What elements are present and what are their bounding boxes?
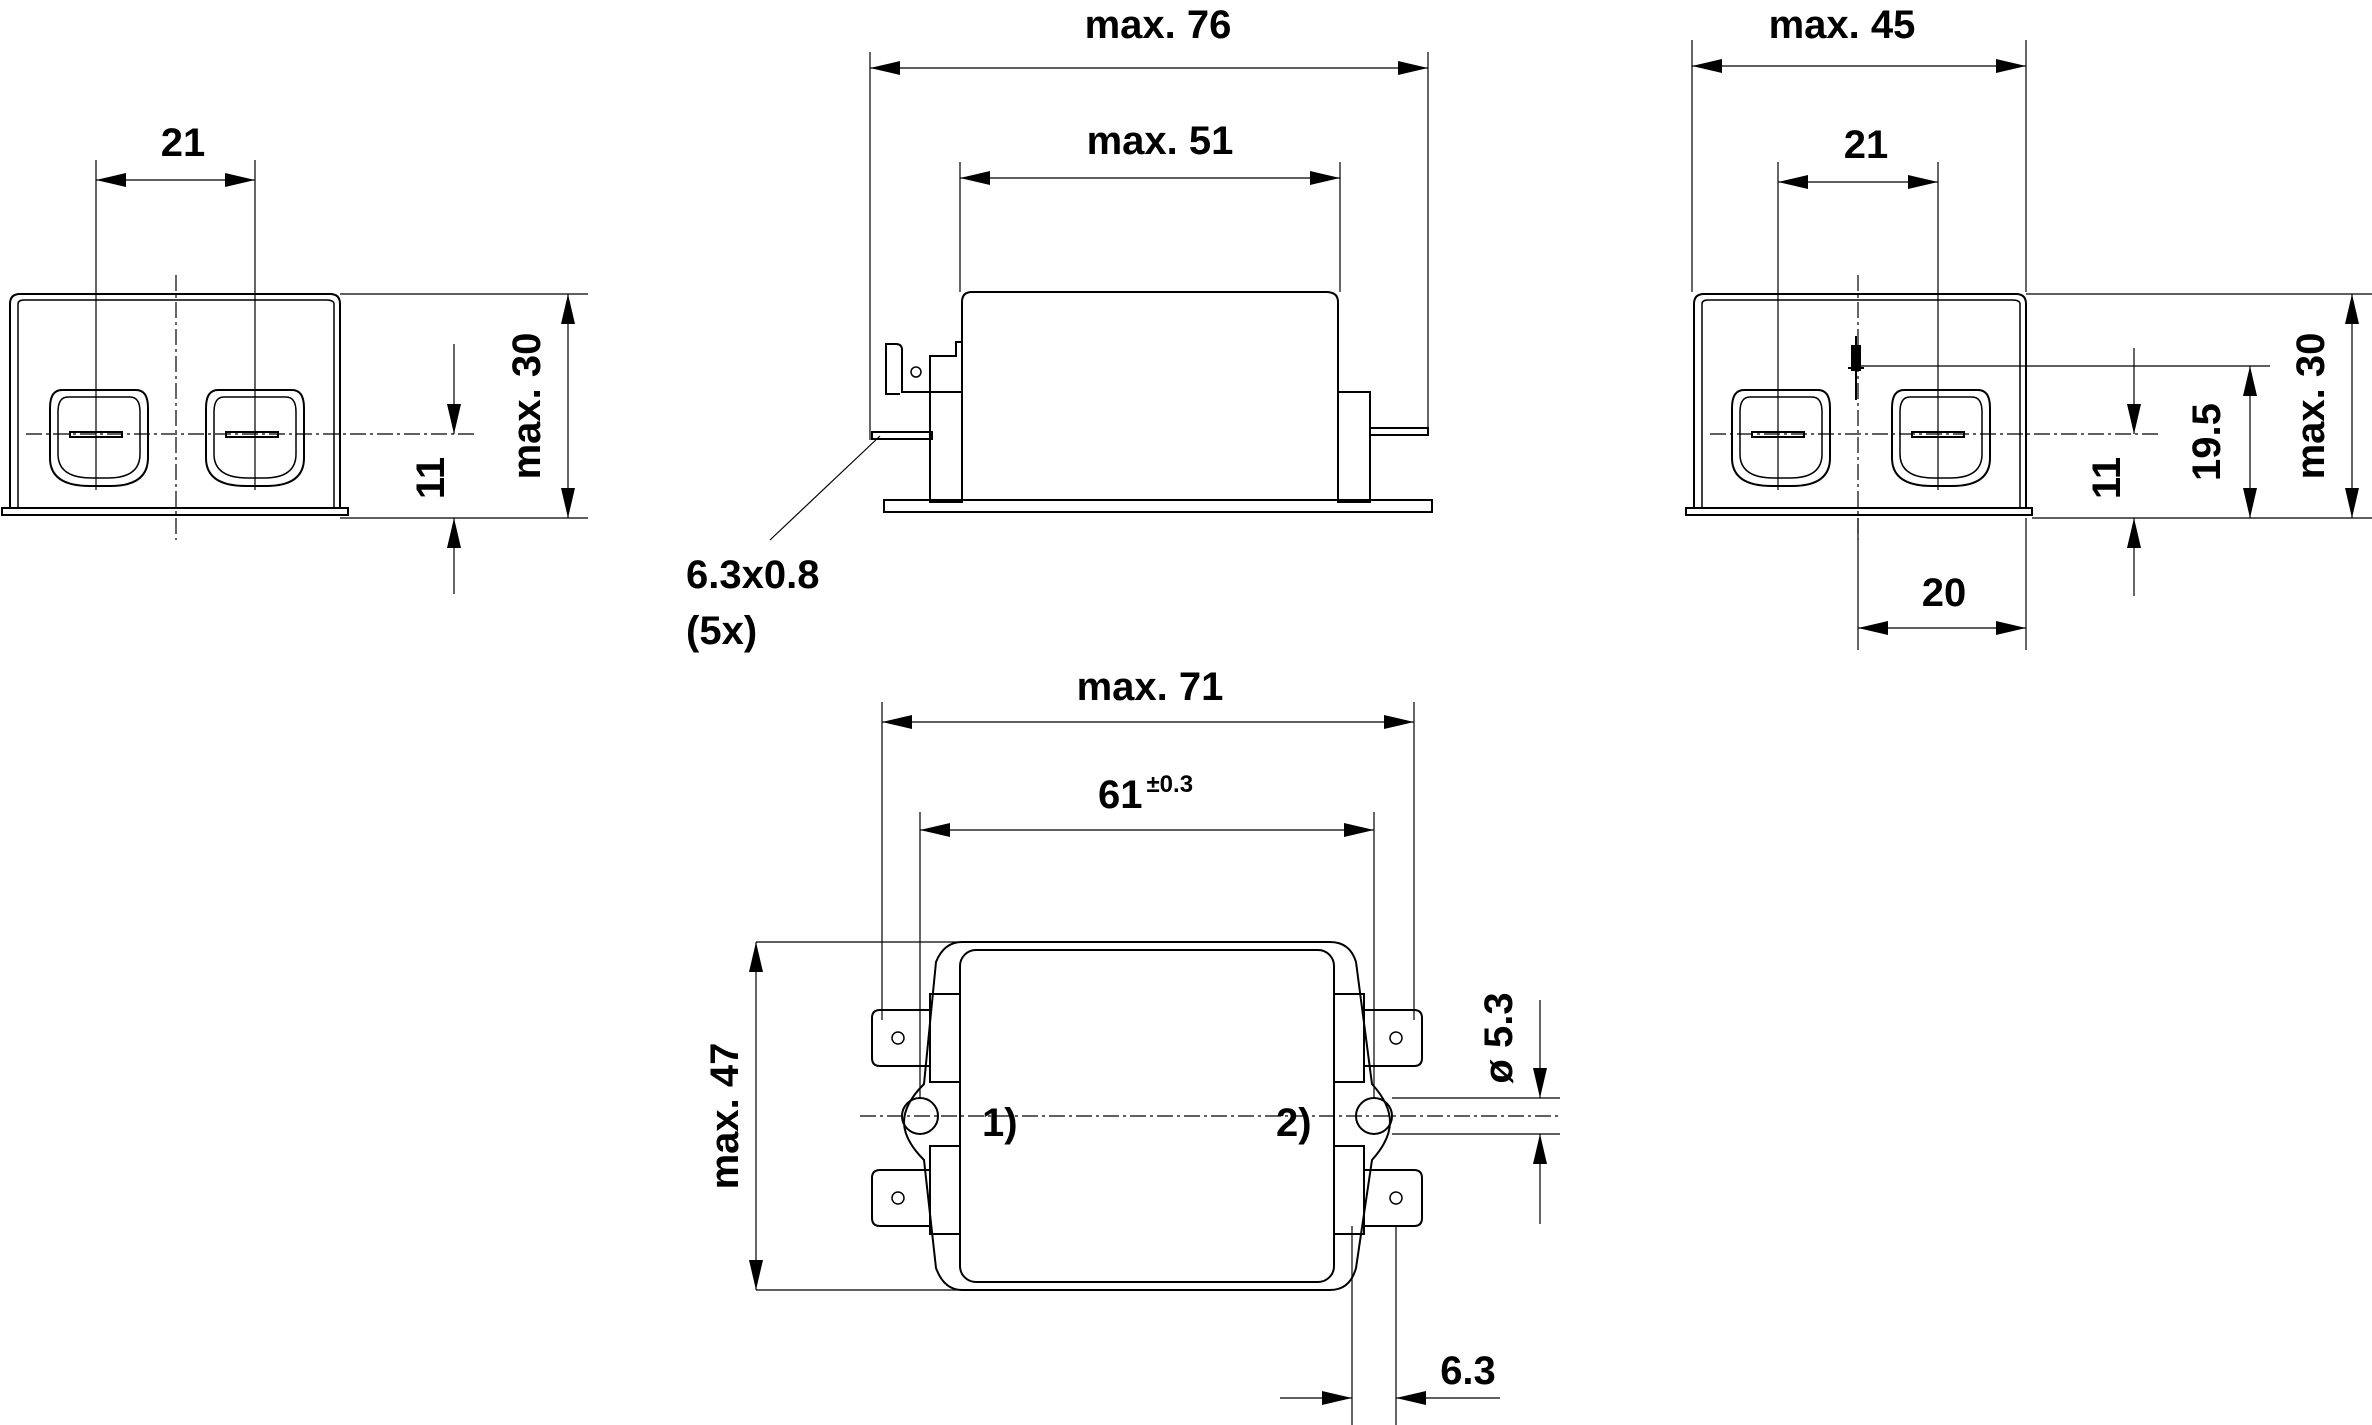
end-housing-outline bbox=[1693, 293, 2027, 508]
side-view bbox=[769, 52, 1433, 541]
front-housing-inner bbox=[17, 299, 335, 508]
end-socket-offset-label: 20 bbox=[1922, 571, 1967, 615]
top-view bbox=[749, 702, 1560, 1425]
top-housing-outline bbox=[902, 941, 1392, 1291]
side-body-length-label: max. 51 bbox=[1087, 119, 1234, 163]
top-hole-pitch-label: 61±0.3 bbox=[1098, 771, 1193, 817]
end-housing-inner bbox=[1701, 299, 2021, 508]
side-overall-length-label: max. 76 bbox=[1085, 3, 1232, 47]
front-socket-left bbox=[49, 389, 149, 487]
front-base-plate bbox=[1, 507, 349, 516]
top-hole-pitch-tolerance: ±0.3 bbox=[1147, 771, 1194, 798]
front-height-label: max. 30 bbox=[505, 333, 549, 480]
end-base-plate bbox=[1685, 507, 2033, 516]
top-callout-1: 1) bbox=[982, 1101, 1018, 1145]
top-overall-width-label: max. 71 bbox=[1077, 665, 1224, 709]
top-tab-bottom-left bbox=[871, 1169, 930, 1227]
side-base-plate bbox=[883, 499, 1433, 513]
front-housing-outline bbox=[9, 293, 341, 508]
top-tab-bottom-right bbox=[1364, 1169, 1423, 1227]
front-pitch-label: 21 bbox=[161, 121, 206, 165]
end-pitch-label: 21 bbox=[1844, 123, 1889, 167]
side-tab-pin-right bbox=[1369, 427, 1429, 436]
end-offset-label: 19.5 bbox=[2185, 403, 2229, 481]
side-tab-leader bbox=[769, 435, 881, 541]
top-hole-pitch-value: 61 bbox=[1098, 773, 1143, 817]
side-tab-size-label: 6.3x0.8 bbox=[686, 553, 819, 597]
side-tab-left bbox=[885, 341, 962, 395]
end-ground-symbol bbox=[1848, 336, 1864, 400]
top-hole-diameter-label: ø 5.3 bbox=[1477, 992, 1521, 1083]
side-tab-hole bbox=[910, 366, 922, 378]
end-socket-height-label: 11 bbox=[2085, 457, 2129, 499]
front-view bbox=[1, 160, 588, 594]
side-body-outline bbox=[961, 291, 1339, 500]
end-height-label: max. 30 bbox=[2289, 333, 2333, 480]
top-tab-width-label: 6.3 bbox=[1440, 1349, 1496, 1393]
end-view bbox=[1685, 40, 2372, 650]
top-tab-top-right bbox=[1364, 1009, 1423, 1067]
end-socket-left bbox=[1731, 389, 1831, 487]
side-tab-count-label: (5x) bbox=[686, 609, 757, 653]
end-width-label: max. 45 bbox=[1769, 3, 1916, 47]
side-tab-pin-left bbox=[871, 431, 933, 440]
side-flange-left bbox=[929, 391, 963, 503]
front-socket-height-label: 11 bbox=[409, 457, 453, 499]
side-flange-right bbox=[1337, 391, 1371, 503]
top-height-label: max. 47 bbox=[703, 1043, 747, 1190]
top-callout-2: 2) bbox=[1276, 1101, 1312, 1145]
end-socket-right bbox=[1891, 389, 1991, 487]
top-tab-top-left bbox=[871, 1009, 930, 1067]
